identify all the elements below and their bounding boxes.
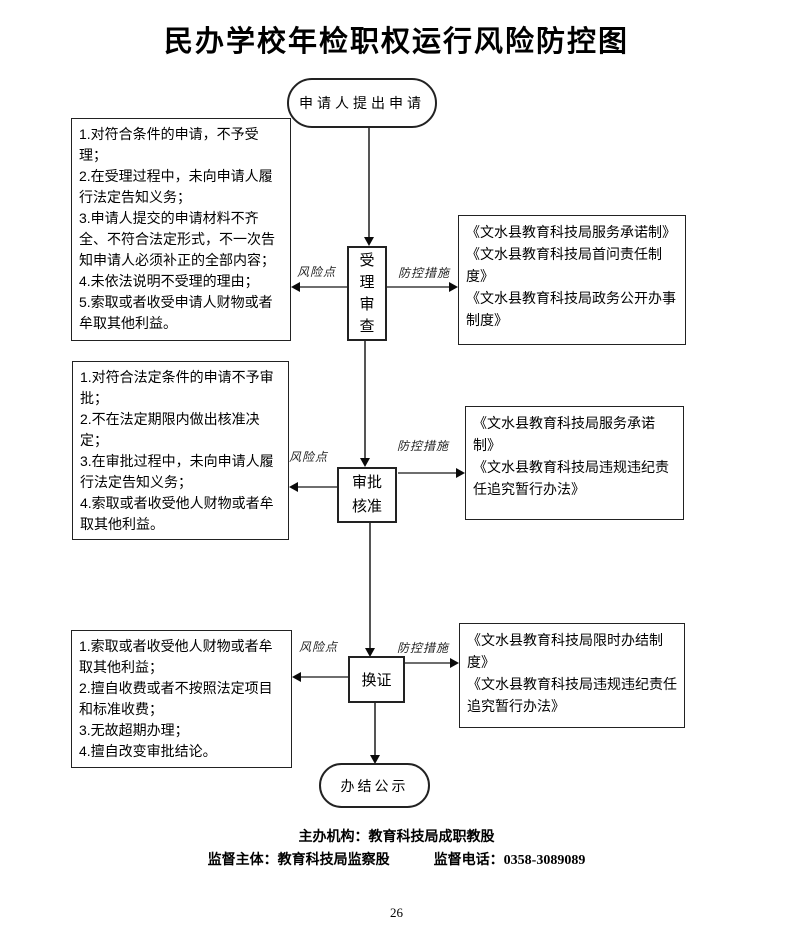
footer-organizer: 主办机构：教育科技局成职教股 — [0, 826, 793, 846]
stage1-node: 受理审查 — [347, 246, 387, 341]
arrowhead-down-icon — [370, 755, 380, 764]
arrowhead-left-icon — [292, 672, 301, 682]
end-node-label: 办结公示 — [340, 777, 409, 794]
start-node: 申请人提出申请 — [287, 78, 437, 128]
stage2-risk-point-label: 风险点 — [289, 450, 329, 464]
stage3-node: 换证 — [348, 656, 405, 703]
connector-stage2-risk — [298, 486, 337, 488]
arrowhead-right-icon — [450, 658, 459, 668]
connector-stage1-measures — [387, 286, 449, 288]
footer-supervision: 监督主体：教育科技局监察股 监督电话：0358-3089089 — [0, 849, 793, 869]
stage3-risk-box: 1.索取或者收受他人财物或者牟取其他利益； 2.擅自收费或者不按照法定项目和标准… — [71, 630, 292, 768]
stage1-risk-point-label: 风险点 — [297, 265, 337, 279]
arrowhead-right-icon — [449, 282, 458, 292]
stage2-node-label: 审批核准 — [351, 474, 382, 515]
stage3-risk-point-label: 风险点 — [299, 640, 339, 654]
end-node: 办结公示 — [319, 763, 430, 808]
arrowhead-left-icon — [289, 482, 298, 492]
stage1-node-label: 受理审查 — [359, 251, 375, 335]
organizer-text: 主办机构：教育科技局成职教股 — [298, 828, 495, 844]
supervisor-text: 监督主体：教育科技局监察股 — [207, 851, 390, 867]
phone-label: 监督电话： — [433, 851, 504, 867]
stage1-control-measure-label: 防控措施 — [398, 266, 451, 280]
connector-stage3-to-end — [374, 703, 376, 755]
connector-stage3-measures — [405, 662, 450, 664]
arrowhead-down-icon — [360, 458, 370, 467]
start-node-label: 申请人提出申请 — [299, 95, 425, 111]
arrowhead-right-icon — [456, 468, 465, 478]
stage1-risk-box: 1.对符合条件的申请，不予受理； 2.在受理过程中，未向申请人履行法定告知义务；… — [71, 118, 291, 341]
connector-stage1-risk — [300, 286, 347, 288]
arrowhead-down-icon — [364, 237, 374, 246]
phone-number: 0358-3089089 — [503, 853, 586, 868]
connector-stage3-risk — [301, 676, 348, 678]
stage3-node-label: 换证 — [361, 672, 392, 689]
connector-stage1-to-stage2 — [364, 341, 366, 458]
connector-stage2-measures — [398, 472, 456, 474]
stage3-measures-box: 《文水县教育科技局限时办结制度》 《文水县教育科技局违规违纪责任追究暂行办法》 — [459, 623, 685, 728]
stage2-risk-box: 1.对符合法定条件的申请不予审批； 2.不在法定期限内做出核准决定； 3.在审批… — [72, 361, 289, 540]
connector-stage2-to-stage3 — [369, 523, 371, 648]
page-title: 民办学校年检职权运行风险防控图 — [163, 26, 629, 58]
connector-start-to-stage1 — [368, 128, 370, 237]
stage2-node: 审批核准 — [337, 467, 397, 523]
page-number: 26 — [390, 905, 403, 920]
stage1-measures-box: 《文水县教育科技局服务承诺制》 《文水县教育科技局首问责任制度》 《文水县教育科… — [458, 215, 686, 345]
stage2-measures-box: 《文水县教育科技局服务承诺制》 《文水县教育科技局违规违纪责任追究暂行办法》 — [465, 406, 684, 520]
stage3-control-measure-label: 防控措施 — [397, 641, 450, 655]
arrowhead-down-icon — [365, 648, 375, 657]
stage2-control-measure-label: 防控措施 — [397, 439, 450, 453]
arrowhead-left-icon — [291, 282, 300, 292]
